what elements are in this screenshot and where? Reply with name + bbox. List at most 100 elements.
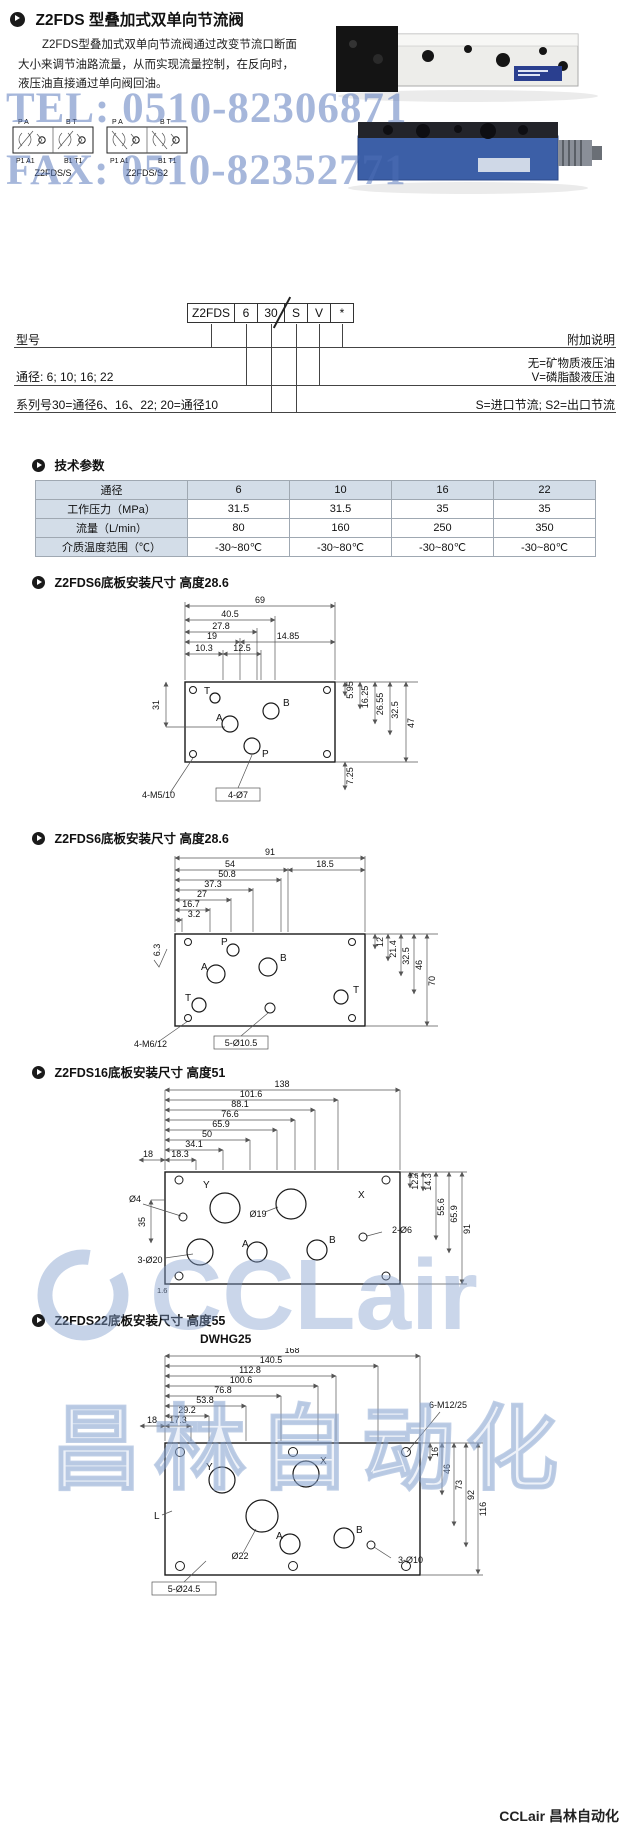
dim-label: 31 [151, 700, 161, 710]
table-cell: 160 [289, 518, 392, 538]
rule-line [14, 412, 616, 413]
port-circles [184, 938, 356, 1022]
dim-label: 21.4 [388, 940, 398, 958]
dim-label: 5.95 [345, 681, 355, 699]
dim-label: 19 [207, 631, 217, 641]
section-bullet-icon [10, 12, 25, 27]
drawing-z2fds6: 69 40.5 27.8 19 14.85 10.3 12.5 31 5.95 … [142, 595, 418, 802]
code-label-throttle: S=进口节流; S2=出口节流 [475, 398, 615, 412]
hole-dia-label: Ø19 [249, 1209, 266, 1219]
dim-label: 46 [442, 1464, 452, 1474]
port-labels-top: P A [18, 119, 29, 126]
tech-params-table: 通径 6 10 16 22 工作压力（MPa） 31.5 31.5 35 35 … [35, 480, 596, 557]
dim-label: 76.8 [214, 1385, 232, 1395]
code-label-model: 型号 [16, 333, 41, 347]
dim-label: 10.3 [195, 643, 213, 653]
port-label: Y [203, 1180, 210, 1191]
port-label: A [242, 1239, 249, 1250]
table-cell: 250 [391, 518, 494, 538]
tech-params-title: 技术参数 [54, 459, 105, 473]
dim-label: 55.6 [436, 1198, 446, 1216]
code-label-diameter: 通径: 6; 10; 16; 22 [16, 370, 114, 384]
dim-label: 69 [255, 595, 265, 605]
drawing2-header: Z2FDS6底板安装尺寸 高度28.6 [32, 828, 229, 847]
product-photo-1 [336, 26, 598, 102]
connector-line [246, 324, 247, 385]
table-row-label: 流量（L/min） [35, 518, 188, 538]
dim-label: 70 [427, 976, 437, 986]
port-label: X [358, 1190, 365, 1201]
port-label: A [276, 1531, 283, 1542]
dim-label: 12.7 [410, 1172, 420, 1190]
table-row: 流量（L/min） 80 160 250 350 [35, 518, 596, 538]
surface-finish-label: 6.3 [152, 944, 162, 957]
thread-label: 6-M12/25 [429, 1400, 467, 1410]
table-header-row: 通径 6 10 16 22 [35, 480, 596, 500]
port-labels-bottom: B1 T1 [64, 158, 83, 165]
port-labels-bottom: B1 T1 [158, 158, 177, 165]
connector-line [296, 324, 297, 412]
dim-label: 35 [137, 1217, 147, 1227]
port-label: T [185, 993, 191, 1004]
dim-label: 1.6 [408, 1171, 418, 1180]
connector-line [319, 324, 320, 385]
page-header: Z2FDS 型叠加式双单向节流阀 [10, 8, 244, 30]
dim-label: 168 [284, 1348, 299, 1355]
dim-label: 101.6 [240, 1089, 263, 1099]
dim-label: 7.25 [345, 767, 355, 785]
table-header-cell: 通径 [35, 480, 188, 500]
dim-label: 91 [462, 1224, 472, 1234]
port-label: A [201, 962, 208, 973]
dimension-lines [139, 1353, 483, 1596]
port-circles [174, 1175, 391, 1281]
section-bullet-icon [32, 832, 45, 845]
port-labels-top: B T [160, 119, 171, 126]
section-bullet-icon [32, 1314, 45, 1327]
dim-label: 14.85 [277, 631, 300, 641]
port-label: P [262, 749, 269, 760]
table-header-cell: 6 [187, 480, 290, 500]
dim-label: 12 [375, 937, 385, 947]
table-cell: 80 [187, 518, 290, 538]
port-label: P [221, 937, 228, 948]
dim-label: 54 [225, 859, 235, 869]
drawing2-title: Z2FDS6底板安装尺寸 高度28.6 [54, 832, 229, 846]
table-cell: 35 [493, 499, 596, 519]
hole-dia-label: 2-Ø6 [392, 1225, 412, 1235]
table-header-cell: 22 [493, 480, 596, 500]
dim-label: 3.2 [188, 909, 201, 919]
table-cell: -30~80℃ [187, 537, 290, 557]
dim-label: 18.3 [171, 1149, 189, 1159]
hydraulic-symbol-right: P A B T P1 A1 B1 T1 [106, 119, 188, 165]
hole-dia-label: Ø22 [231, 1551, 248, 1561]
code-label-remark: 附加说明 [566, 333, 615, 347]
hydraulic-symbol-left: P A B T P1 A1 B1 T1 [12, 119, 94, 165]
dim-label: 29.2 [178, 1405, 196, 1415]
port-label: B [356, 1525, 363, 1536]
drawing-z2fds16: 138 101.6 88.1 76.6 65.9 50 34.1 18.3 18… [129, 1080, 472, 1295]
table-header-cell: 16 [391, 480, 494, 500]
drawing4-subtitle: DWHG25 [200, 1332, 252, 1346]
description-line: 大小来调节油路流量，从而实现流量控制，在反向时， [18, 58, 294, 71]
product-description: Z2FDS型叠加式双单向节流阀通过改变节流口断面 大小来调节油路流量，从而实现流… [18, 36, 320, 95]
table-cell: 31.5 [289, 499, 392, 519]
dim-label: 32.5 [401, 947, 411, 965]
connector-line [211, 324, 212, 347]
connector-line [342, 324, 343, 347]
symbol-graphics [12, 126, 94, 154]
dim-label: 27 [197, 889, 207, 899]
dim-label: 53.8 [196, 1395, 214, 1405]
port-labels-top: B T [66, 119, 77, 126]
tech-params-header: 技术参数 [32, 455, 105, 474]
dim-label: 50.8 [218, 869, 236, 879]
port-label: B [329, 1235, 336, 1246]
dim-label: 37.3 [204, 879, 222, 889]
port-label: L [154, 1511, 160, 1522]
table-row: 工作压力（MPa） 31.5 31.5 35 35 [35, 499, 596, 519]
dim-label: 40.5 [221, 609, 239, 619]
dim-label: 88.1 [231, 1099, 249, 1109]
dim-label: 92 [466, 1490, 476, 1500]
drawing-z2fds10: 91 54 18.5 50.8 37.3 27 16.7 3.2 12 21.4… [134, 847, 438, 1050]
port-label: B [280, 953, 287, 964]
dim-label: 32.5 [390, 701, 400, 719]
